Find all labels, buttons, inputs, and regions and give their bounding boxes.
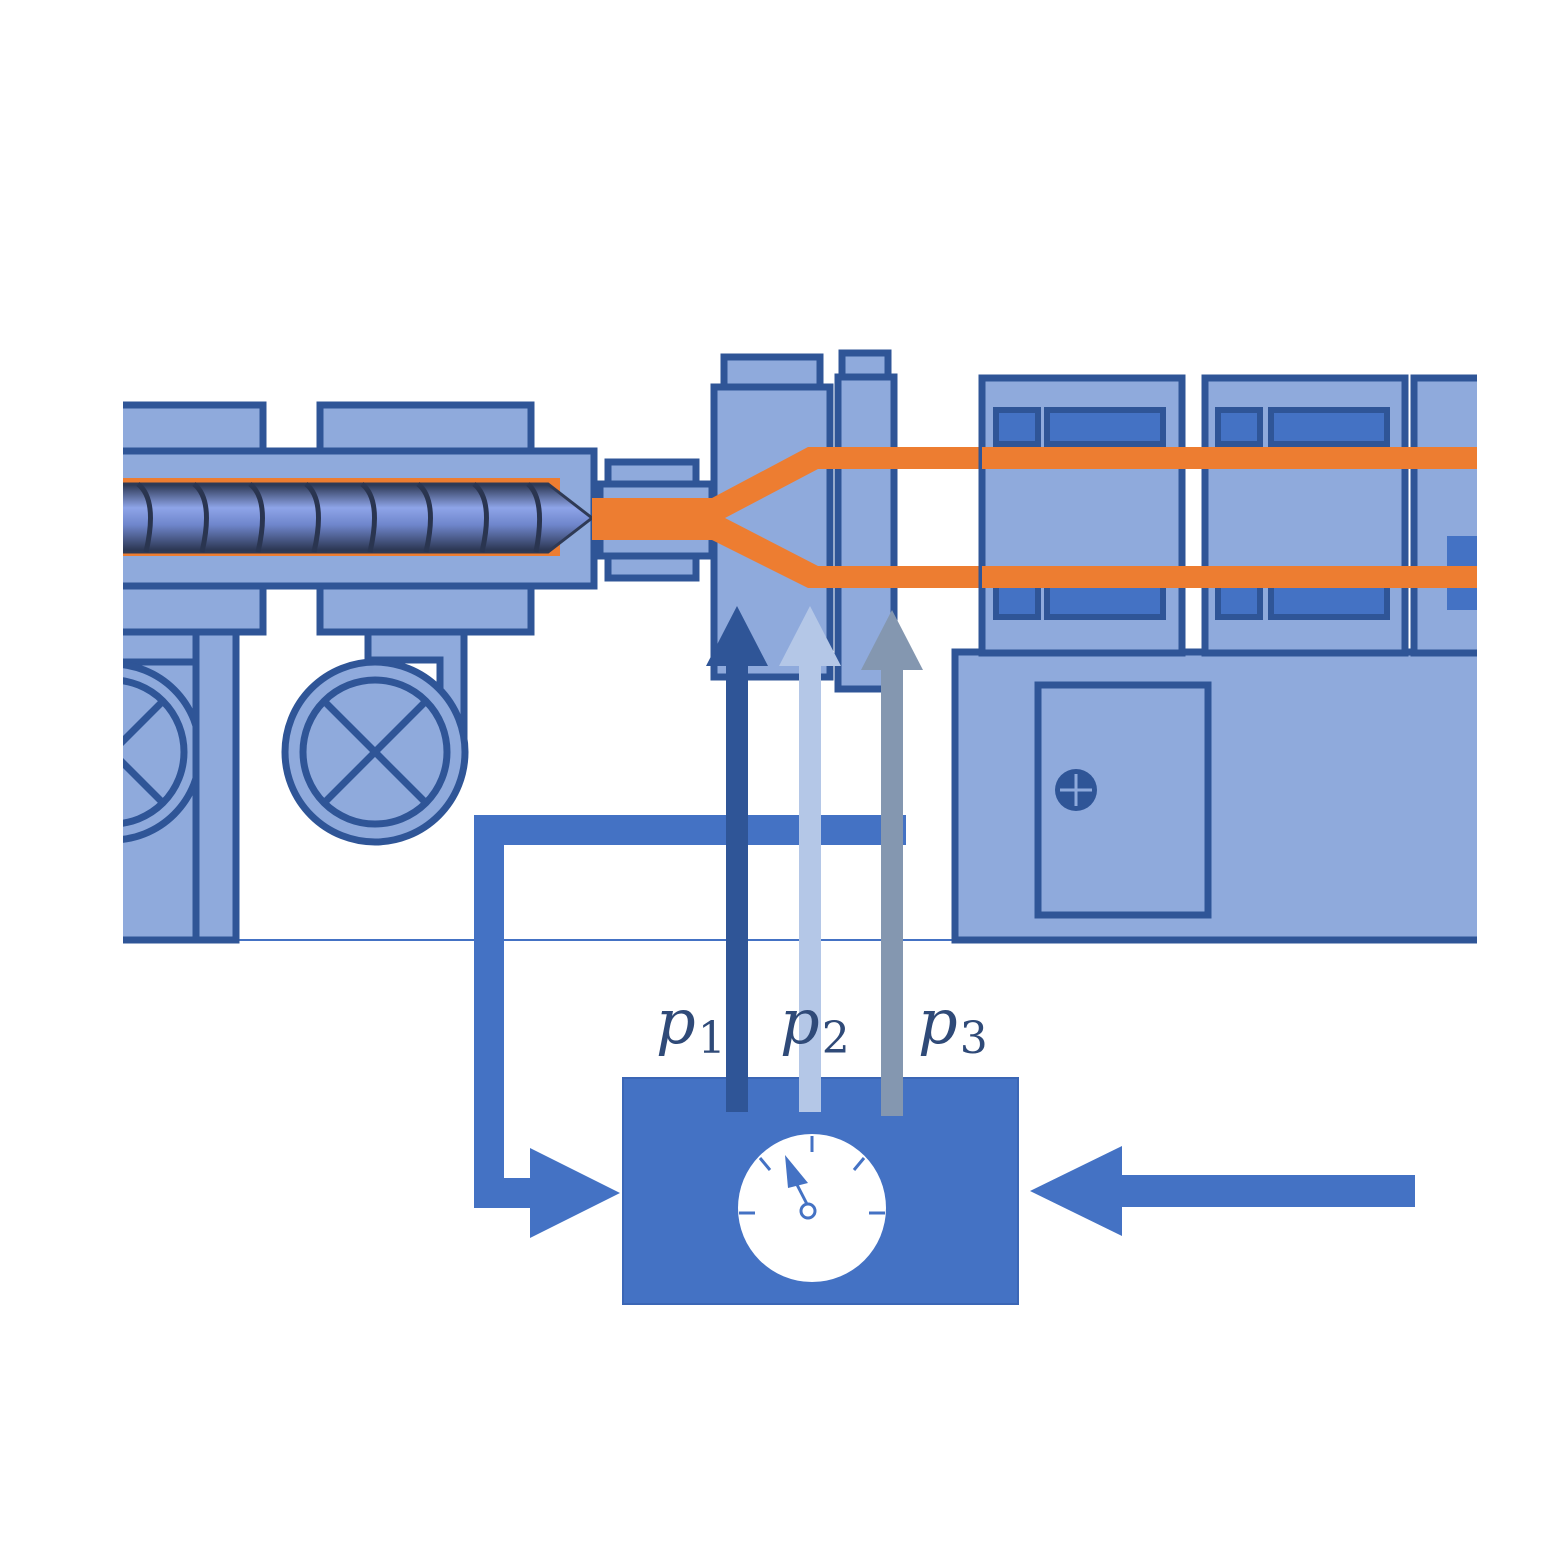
pressure-arrow-p2 xyxy=(779,606,841,1112)
tank-windows xyxy=(993,407,1390,620)
pressure-arrow-p1 xyxy=(706,606,768,1112)
heater-band-top-1 xyxy=(123,401,267,455)
label-p1: p1 xyxy=(656,985,726,1064)
heater-band-top-2 xyxy=(316,401,535,455)
pressure-controller xyxy=(622,1077,1019,1305)
setpoint-arrow-head xyxy=(1030,1146,1122,1236)
die-body-2 xyxy=(834,373,898,693)
extruder-screw-icon xyxy=(123,482,595,554)
heater-band-bottom-2 xyxy=(316,582,535,636)
feedback-loop xyxy=(474,815,906,1238)
heater-band-bottom-1 xyxy=(123,582,267,636)
label-p3: p3 xyxy=(918,985,988,1064)
cooling-tank-3 xyxy=(1410,374,1477,657)
feedback-arrow-head xyxy=(530,1148,620,1238)
valve-cross-icon-left xyxy=(123,661,204,843)
valve-cross-icon xyxy=(281,658,469,846)
setpoint-input-arrow xyxy=(1030,1146,1415,1236)
die-cap-2 xyxy=(838,349,892,381)
label-p2: p2 xyxy=(780,985,850,1064)
pressure-arrow-p3 xyxy=(861,610,923,1116)
pressure-gauge-icon xyxy=(738,1134,886,1282)
motor-mount-1 xyxy=(123,628,204,666)
door-knob-icon xyxy=(1055,769,1097,811)
